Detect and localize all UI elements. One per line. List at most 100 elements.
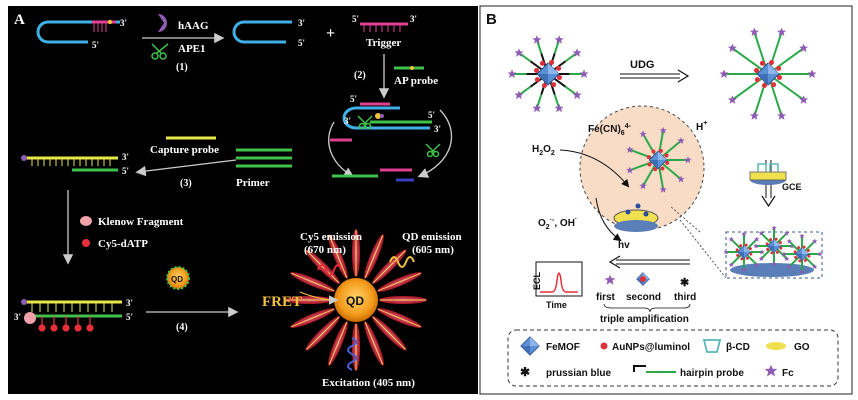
femof-assembled-electrode [723,225,823,275]
qd-core [334,278,378,322]
end-5-label: 5' [350,94,357,104]
recycling-loop [328,102,453,182]
excitation-label: Excitation (405 nm) [322,377,415,389]
qd-spike-strand [372,316,406,350]
capture-duplex [21,155,118,172]
aunp-dot [748,247,752,251]
qd-spike-strand [377,308,421,328]
udg-arrow-head [677,69,690,83]
end-5-label: 5' [352,14,359,24]
aunp-dot [771,82,777,88]
radicals-label: O2·-, OH· [538,216,577,231]
h2o2-label: H2O2 [532,144,555,157]
aunp-dot [769,60,775,66]
step4-label: (4) [176,322,188,333]
hv-arrow [595,197,622,242]
legend-aunps-label: AuNPs@luminol [612,342,690,353]
aunp-dot [759,60,765,66]
gce-label: GCE [782,182,802,192]
qd-emission-wave [389,256,415,268]
ecl-signal-plot [535,261,583,297]
end-3-label: 3' [298,18,305,28]
qd-spike-strand [328,235,348,279]
aunp-dot [802,245,806,249]
aunp-dot [754,67,760,73]
aunp-dot [736,253,740,257]
aunp-dot [744,243,748,247]
aunp-dot [665,160,670,165]
qd-core-label: QD [346,294,364,308]
qd-spike-strand [364,321,384,365]
assembly-arrow-head [761,195,776,208]
end-3-label: 3' [122,152,129,162]
qd-spike-strand [306,316,340,350]
aunp-dot [754,77,760,83]
qd-spike-strand [372,250,406,284]
zoom-connector-line [679,219,727,279]
qd-spike-strand [377,272,421,292]
femof-hairpin-probe [507,35,589,113]
ape1-scissors-icon [151,43,169,60]
time-axis-label: Time [546,300,567,310]
primer-strands [236,148,292,168]
ape1-label: APE1 [178,43,206,55]
first-label: first [596,292,616,303]
aunp-dot [739,244,743,248]
qd-spike-strand [291,272,335,292]
hairpin-probe-cleaved [232,20,292,44]
udg-label: UDG [630,59,654,71]
haag-label: hAAG [178,20,209,32]
aunp-dot [646,155,651,160]
primer-label: Primer [236,177,270,189]
aunp-dot [740,257,744,261]
legend-bcd-icon [702,339,722,353]
legend-prussian-label: prussian blue [546,368,611,379]
legend-fc-label: Fc [782,368,794,379]
aunp-dot [766,247,770,251]
legend: FeMOF AuNPs@luminol β-CD GO ✱ prussian b… [507,329,839,387]
end-3-label: 3' [410,14,417,24]
second-label: second [626,292,661,303]
cy5-datp-icon [82,239,90,247]
aunp-dot [794,255,798,259]
aunp-dot [779,246,783,250]
brace [603,303,691,313]
aunp-dot [776,65,782,71]
step3-label: (3) [180,178,192,189]
end-5-label: 5' [298,38,305,48]
ap-probe-label: AP probe [394,75,438,87]
end-3-label: 3' [14,312,21,322]
femof-electrode-detail [626,126,692,193]
end-3-label: 3' [120,18,127,28]
ecl-axis-label: ECL [532,271,542,290]
cy5-emission-wave [317,264,343,276]
legend-go-label: GO [794,342,810,353]
aunp-dot [806,249,810,253]
plus-sign: + [326,25,335,42]
hv-label: hv [618,240,630,251]
aunp-dot [664,153,669,158]
third-label: third [674,292,696,303]
amplification-arrow-head [608,255,621,269]
aunp-dot [776,75,782,81]
svg-text:QD: QD [171,275,183,284]
electrode-base [614,220,658,232]
gce-electrode-icon [749,163,787,185]
aunp-dot [769,238,773,242]
cy5-emission-label: Cy5 emission [300,231,362,243]
step1-label: (1) [176,62,188,73]
aunp-dot [549,60,555,66]
femof-opened-probe [719,27,817,120]
aunp-dot [793,250,797,254]
aunp-dot [539,60,545,66]
aunp-dot [761,82,767,88]
excitation-wave [347,337,357,371]
end-5-label: 5' [92,40,99,50]
step2-label: (2) [354,70,366,81]
aunp-dot [807,254,811,258]
qd-spike-strand [328,321,348,365]
panel-a: A 3' 5' hAAG APE1 (1) 3' 5' + [8,6,478,394]
aunp-dot [534,77,540,83]
triple-amplification-label: triple amplification [600,314,689,325]
aunp-dot [798,259,802,263]
